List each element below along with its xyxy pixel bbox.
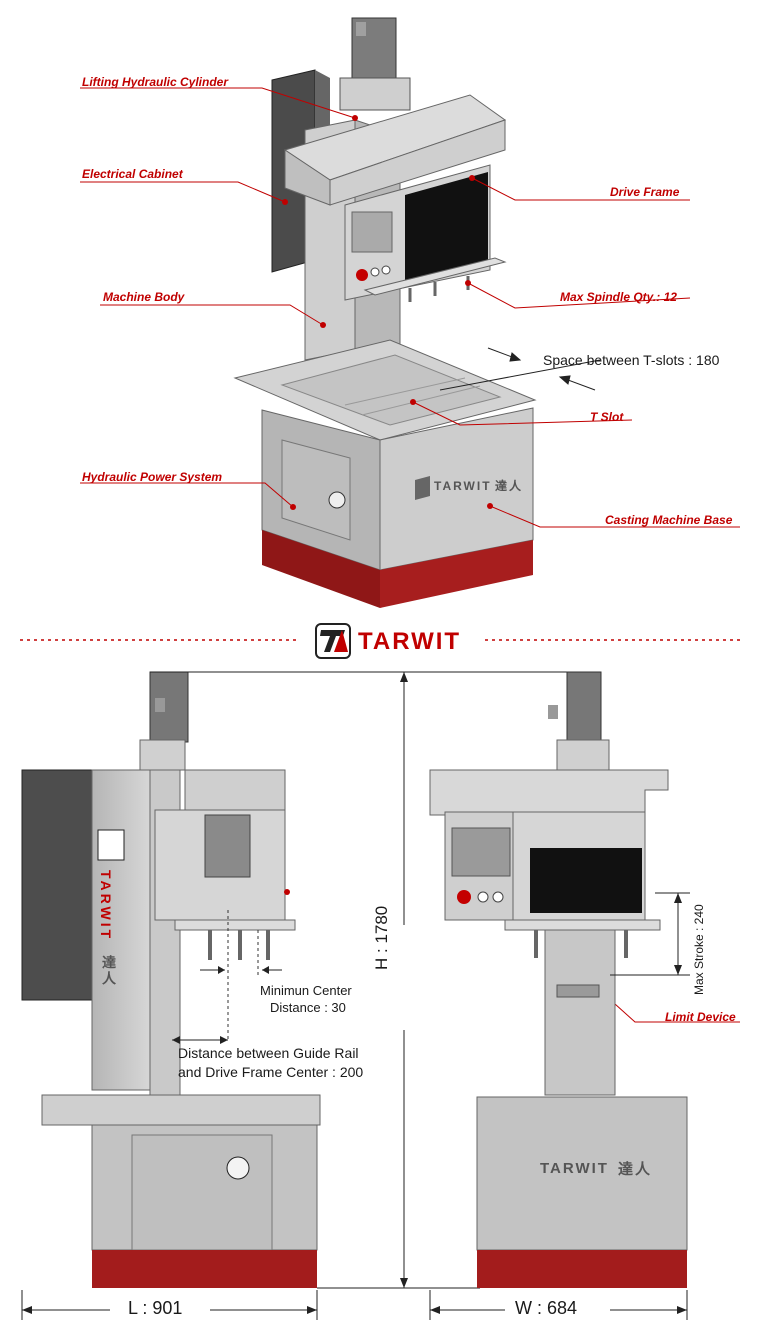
label-machine-body: Machine Body (103, 290, 185, 304)
limit-device-shape (556, 984, 600, 998)
drive-frame-window (405, 172, 488, 282)
brand-name-base: TARWIT (434, 479, 492, 493)
base-red-front (380, 540, 533, 608)
label-t-slot: T Slot (590, 410, 624, 424)
side-base-red (92, 1250, 317, 1288)
dim-guide-rail-1: Distance between Guide Rail (178, 1045, 359, 1061)
leader-lines-top (80, 87, 740, 1023)
brand-name-side: TARWIT (98, 870, 114, 942)
label-limit-device: Limit Device (665, 1010, 736, 1024)
dim-guide-rail-2: and Drive Frame Center : 200 (178, 1064, 364, 1080)
brand-cn-side: 達人 (101, 955, 117, 987)
label-drive-frame: Drive Frame (610, 185, 680, 199)
t-slot-arrows (439, 347, 601, 391)
dim-t-slot-space: Space between T-slots : 180 (543, 352, 720, 368)
front-window (530, 848, 642, 913)
dim-min-center-1: Minimun Center (260, 983, 352, 998)
brand-cn-front: 達人 (618, 1161, 653, 1178)
dim-max-stroke: Max Stroke : 240 (692, 904, 706, 995)
emergency-stop-button (356, 269, 368, 281)
dim-width: W : 684 (515, 1298, 578, 1318)
side-cabinet (21, 769, 93, 1001)
brand-name-front: TARWIT (540, 1160, 609, 1177)
label-lifting-cylinder: Lifting Hydraulic Cylinder (82, 75, 229, 89)
dim-min-center-2: Distance : 30 (270, 1000, 346, 1015)
brand-cn-base: 達人 (495, 479, 524, 493)
tarwit-logo-icon (315, 623, 351, 659)
label-max-spindle: Max Spindle Qty.: 12 (560, 290, 677, 304)
label-electrical-cabinet: Electrical Cabinet (82, 167, 183, 181)
front-base-red (477, 1250, 687, 1288)
side-view (21, 671, 321, 1320)
label-hydraulic-power: Hydraulic Power System (82, 470, 223, 484)
dim-height: H : 1780 (372, 905, 391, 970)
dim-length: L : 901 (128, 1298, 183, 1318)
height-dimension (150, 671, 580, 1289)
label-casting-base: Casting Machine Base (605, 513, 733, 527)
isometric-view (233, 17, 537, 608)
brand-name: TARWIT (358, 628, 462, 655)
front-view (429, 671, 690, 1320)
base-red-side (262, 530, 380, 608)
